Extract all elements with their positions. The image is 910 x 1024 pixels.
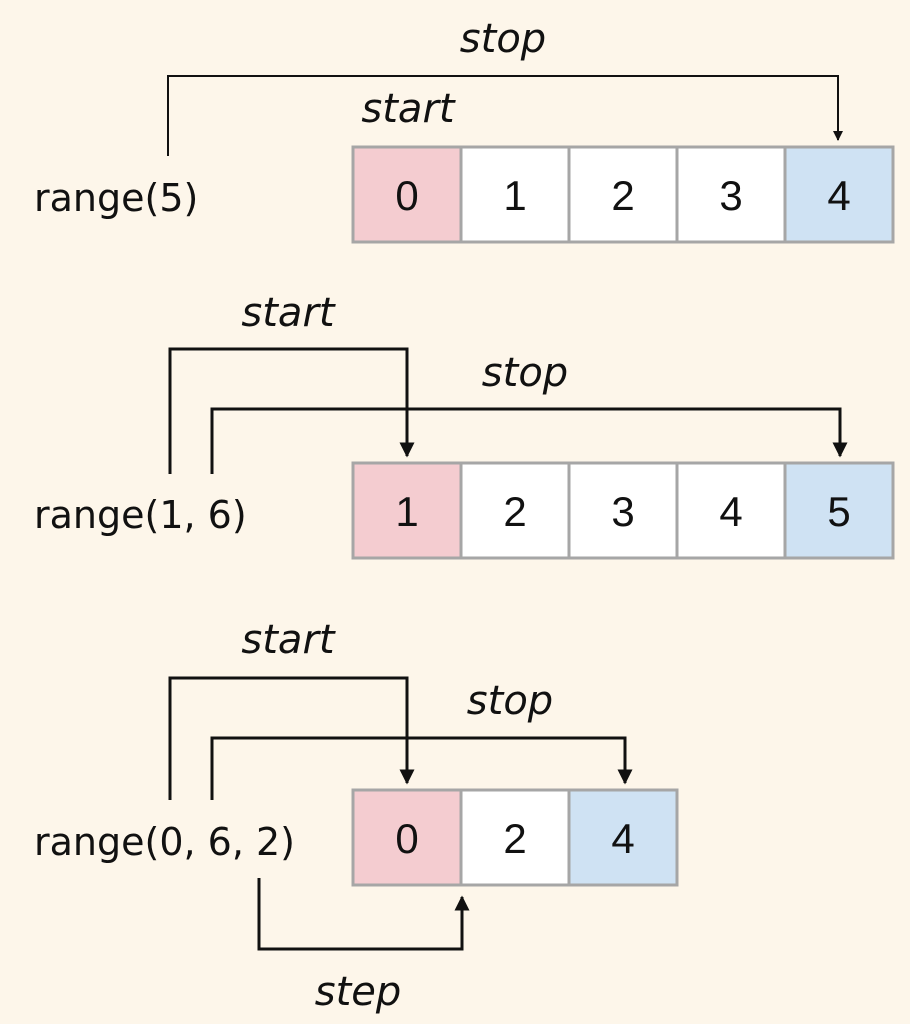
- value-cell: [675, 461, 787, 560]
- value-cell: [459, 788, 571, 887]
- value-row: 0 1 2 3 4: [351, 145, 895, 244]
- value-text: 4: [827, 172, 850, 219]
- value-cell-start: [351, 145, 463, 244]
- start-label: start: [241, 617, 335, 663]
- value-text: 2: [503, 815, 526, 862]
- value-text: 1: [395, 488, 418, 535]
- value-row: 1 2 3 4 5: [351, 461, 895, 560]
- stop-label: stop: [460, 16, 546, 62]
- stop-arrow: [210, 736, 633, 800]
- step-label: step: [315, 969, 402, 1015]
- value-text: 1: [503, 172, 526, 219]
- example-range-5: stop start range(5) 0 1 2 3 4: [34, 16, 895, 244]
- stop-label: stop: [482, 350, 568, 396]
- value-text: 2: [611, 172, 634, 219]
- example-range-1-6: start stop range(1, 6) 1 2 3 4 5: [34, 290, 895, 560]
- value-text: 0: [395, 815, 418, 862]
- start-arrow: [168, 676, 415, 800]
- range-call: range(5): [34, 176, 198, 220]
- range-call: range(0, 6, 2): [34, 820, 295, 864]
- step-arrow: [257, 878, 470, 951]
- value-cell: [567, 145, 679, 244]
- value-text: 4: [719, 488, 742, 535]
- stop-label: stop: [467, 678, 553, 724]
- start-arrow: [168, 347, 415, 474]
- value-text: 3: [719, 172, 742, 219]
- value-text: 2: [503, 488, 526, 535]
- value-row: 0 2 4: [351, 788, 679, 887]
- value-cell-start: [351, 788, 463, 887]
- start-label: start: [241, 290, 335, 336]
- value-cell-stop: [783, 145, 895, 244]
- example-range-0-6-2: start stop step range(0, 6, 2) 0 2 4: [34, 617, 679, 1015]
- value-cell: [459, 145, 571, 244]
- value-cell-stop: [567, 788, 679, 887]
- range-call: range(1, 6): [34, 493, 247, 537]
- value-cell-stop: [783, 461, 895, 560]
- value-text: 0: [395, 172, 418, 219]
- stop-arrow: [210, 407, 848, 474]
- start-label: start: [361, 86, 455, 132]
- value-text: 5: [827, 488, 850, 535]
- stop-arrow: [167, 75, 843, 156]
- value-text: 3: [611, 488, 634, 535]
- value-text: 4: [611, 815, 634, 862]
